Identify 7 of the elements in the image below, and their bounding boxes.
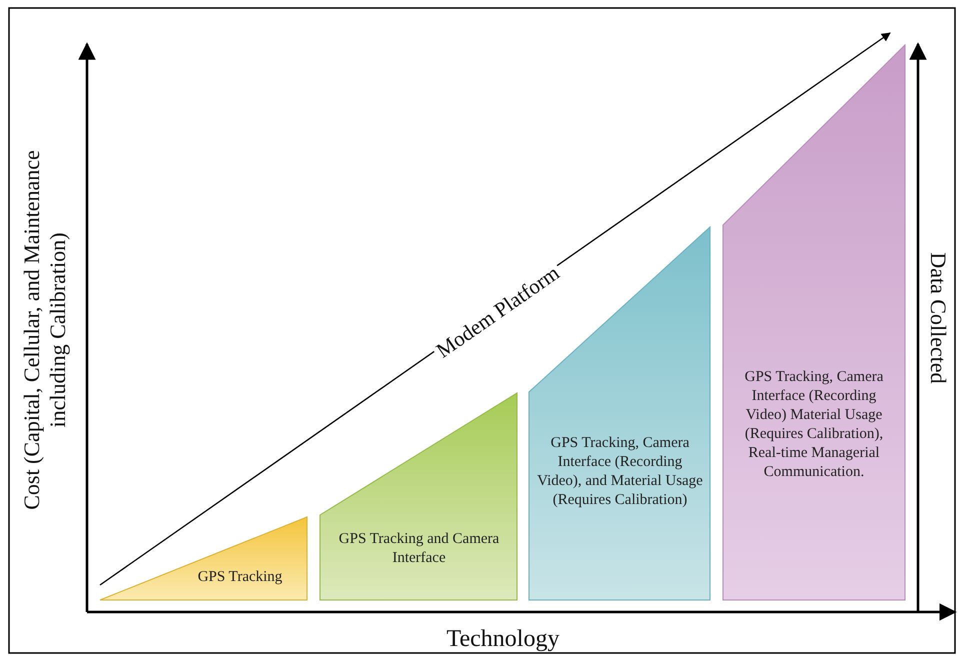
axis-title: Data Collected xyxy=(925,251,951,386)
axis-title: Cost (Capital, Cellular, and Maintenance including Calibration) xyxy=(19,149,71,512)
shape-label: GPS Tracking and Camera Interface xyxy=(338,530,500,568)
shape-label: GPS Tracking, Camera Interface (Recording Video), and Material Usage (Requires Calibration) xyxy=(536,434,704,510)
shape-label: GPS Tracking, Camera Interface (Recording Video) Material Usage (Requires Calibration), Real-time Managerial Communication. xyxy=(744,368,884,482)
axis-title: Technology xyxy=(446,625,560,653)
shape-label: GPS Tracking xyxy=(196,568,284,587)
